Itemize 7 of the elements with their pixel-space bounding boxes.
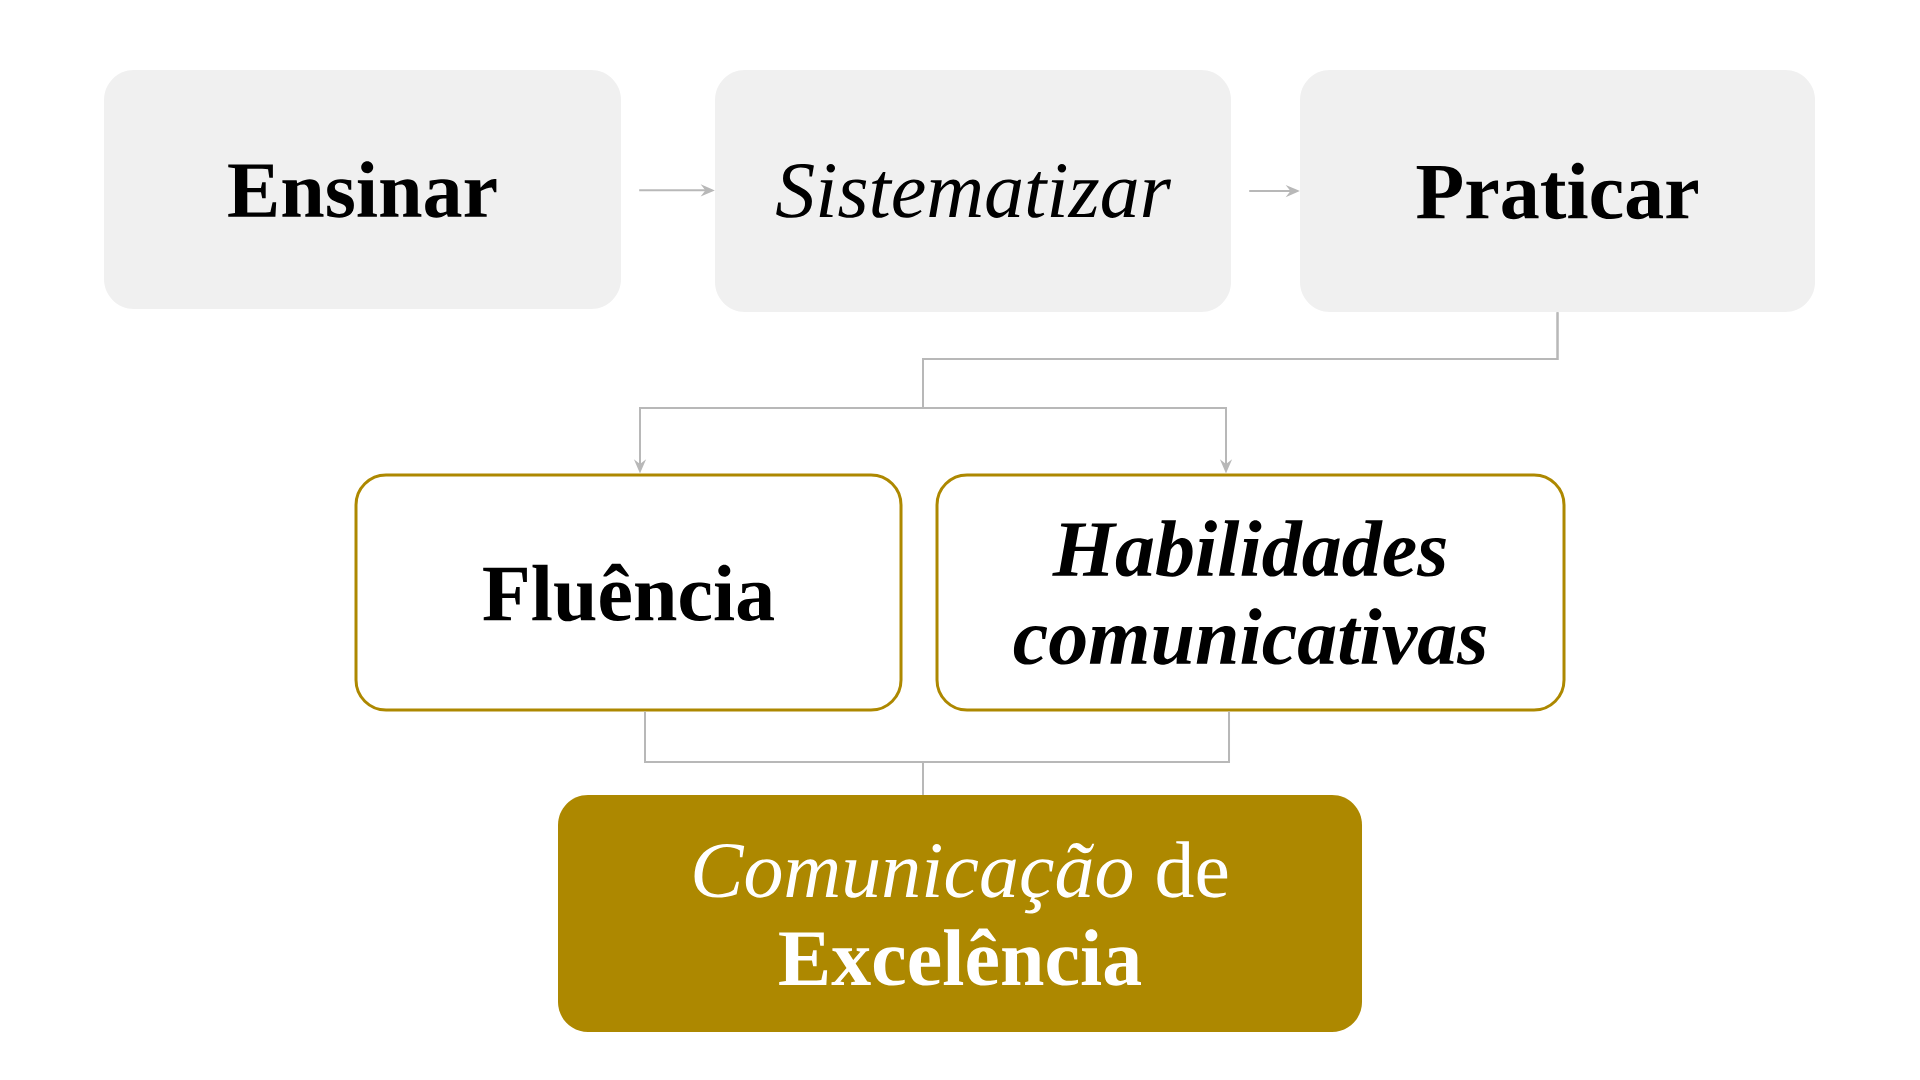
step-box: Ensinar (104, 70, 621, 309)
outcome-box: Habilidades comunicativas (935, 473, 1566, 712)
result-box: Comunicação de Excelência (558, 795, 1362, 1032)
outcome-box: Fluência (354, 473, 903, 712)
step-box: Praticar (1300, 70, 1815, 312)
step-box: Sistematizar (715, 70, 1231, 312)
connector-line (922, 710, 1230, 796)
